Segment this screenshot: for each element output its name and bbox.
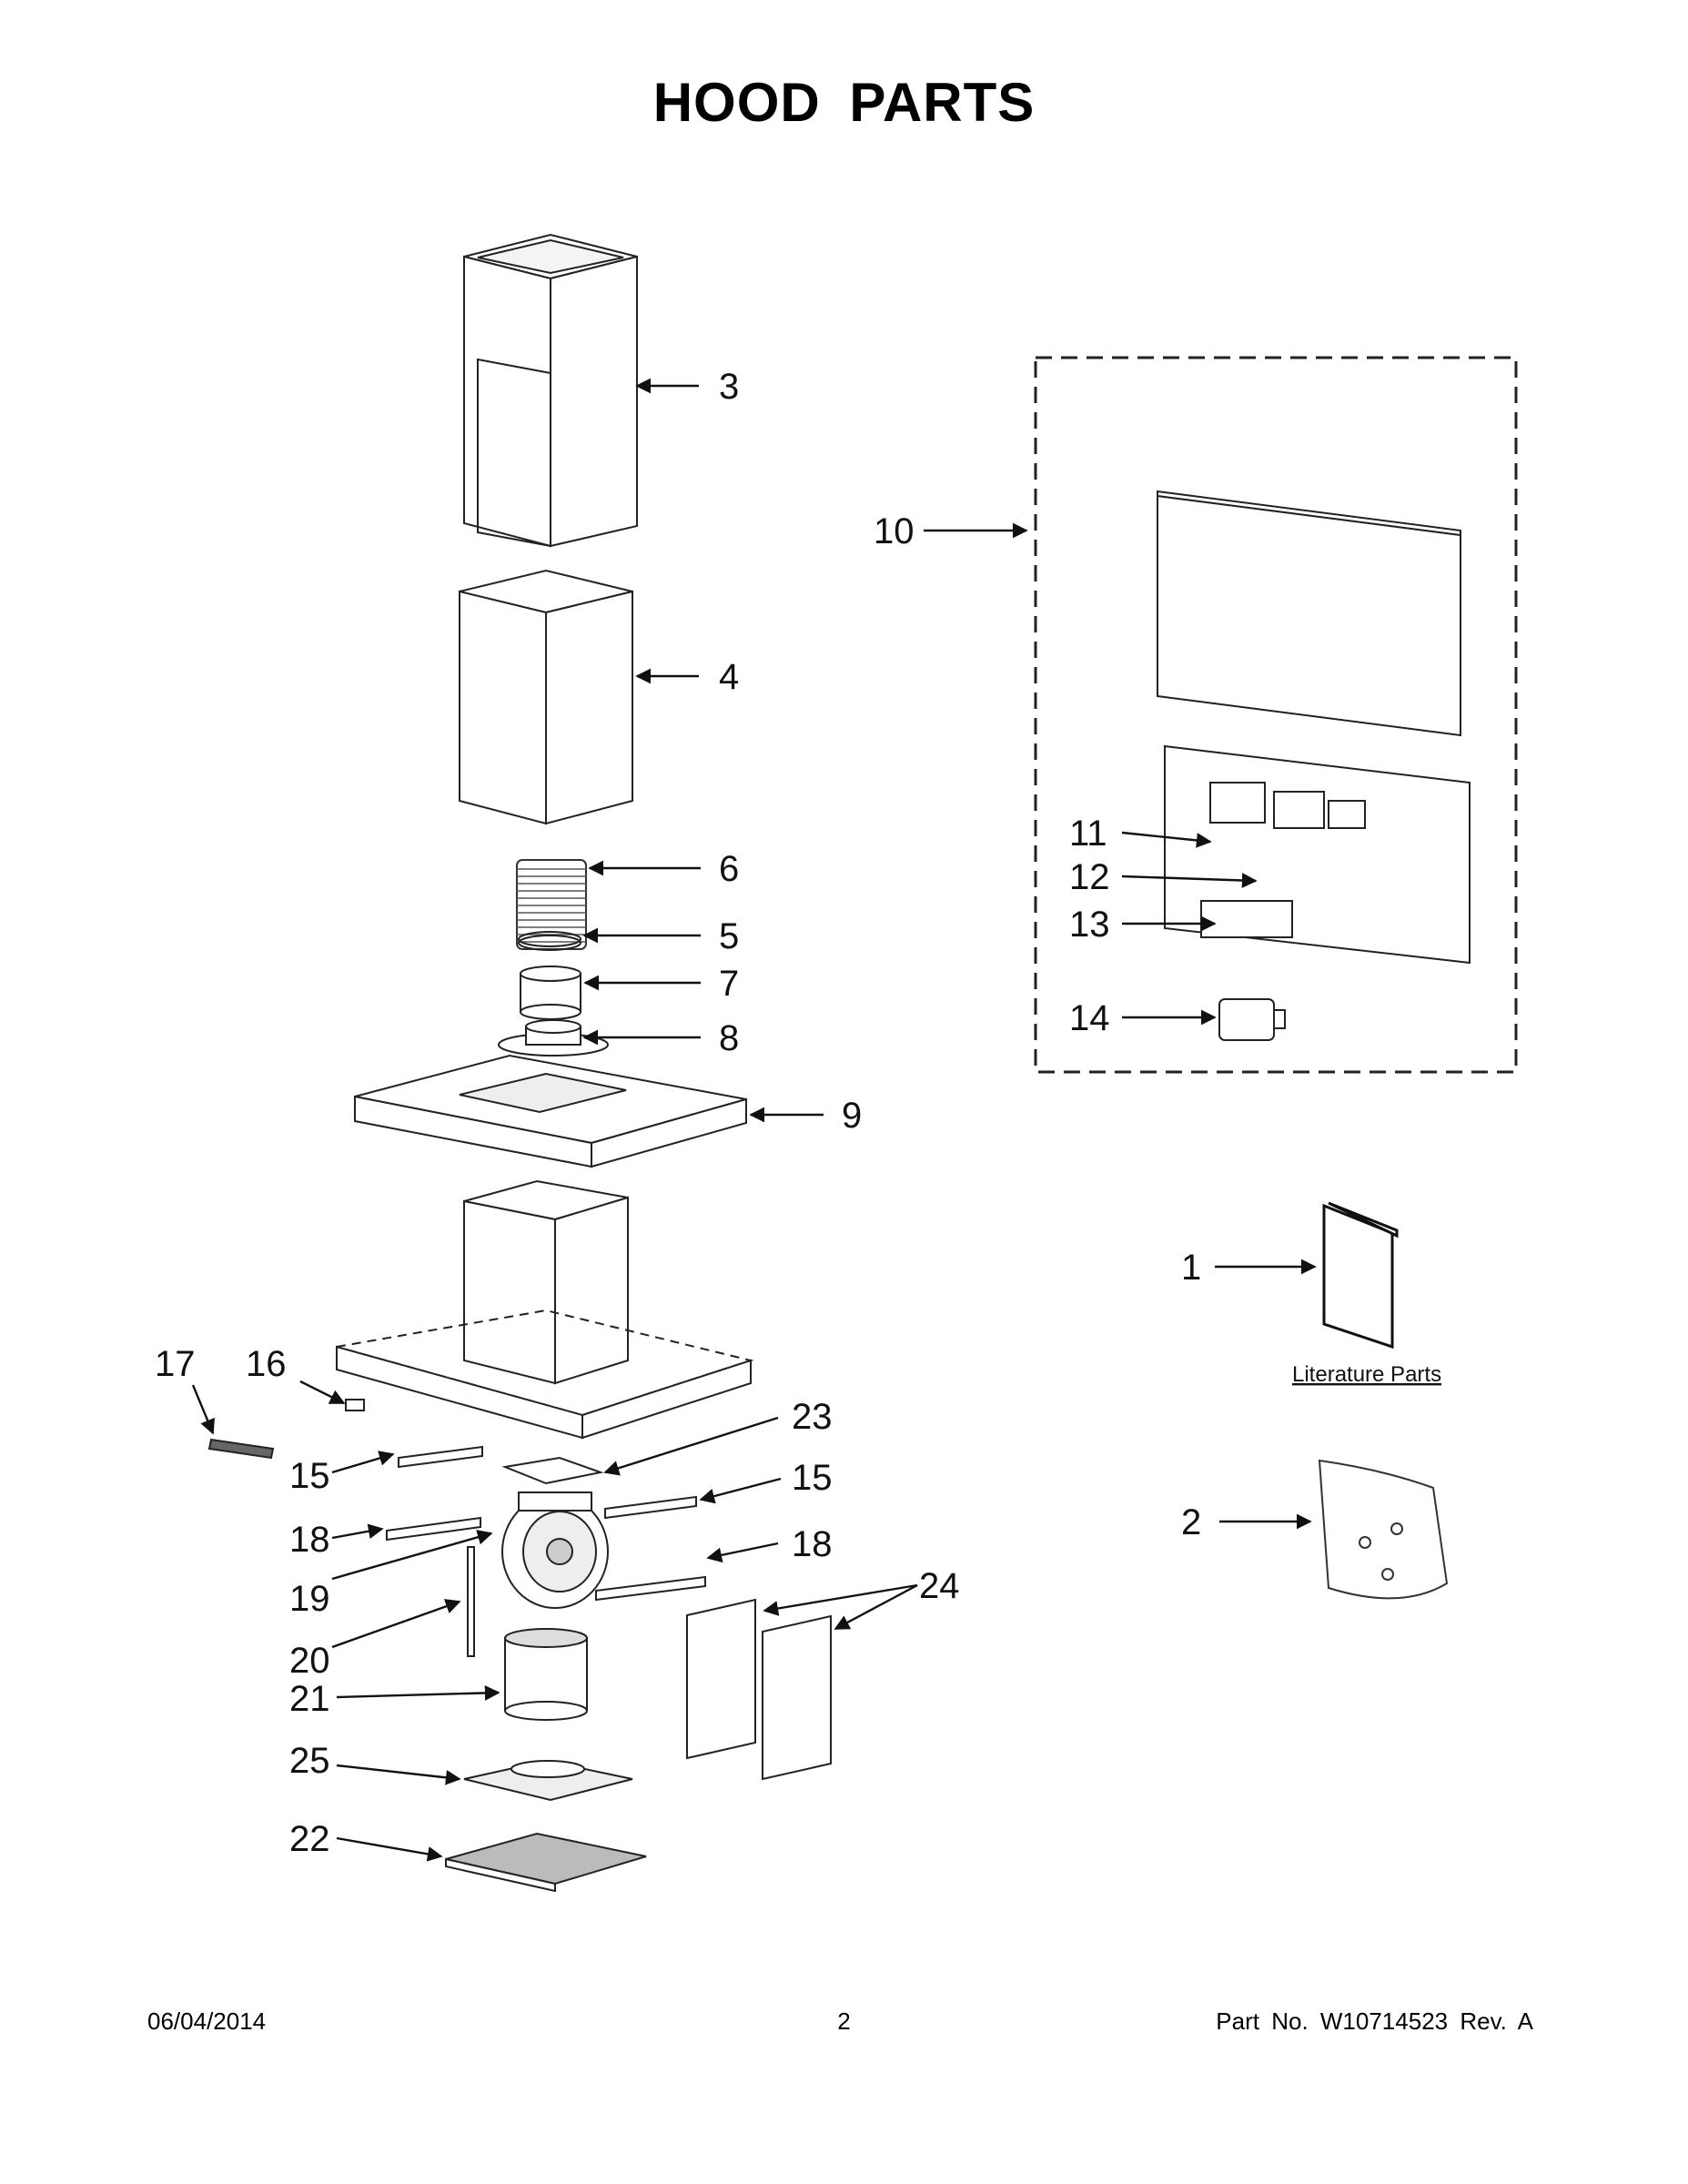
callout-arrows <box>191 378 1317 1862</box>
literature-parts-label: Literature Parts <box>1292 1362 1441 1387</box>
callout-18a: 18 <box>289 1520 330 1560</box>
part-8-flange-collar <box>498 1019 609 1057</box>
part-25-flange <box>463 1759 633 1802</box>
part-19-blower <box>501 1491 609 1609</box>
part-7-duct-connector <box>520 966 581 1020</box>
callout-10: 10 <box>874 511 915 551</box>
callout-1: 1 <box>1181 1248 1201 1288</box>
part-3-upper-duct-cover <box>463 233 638 548</box>
callout-4: 4 <box>719 657 739 697</box>
footer-part-number: Part No. W10714523 Rev. A <box>1216 2007 1533 2035</box>
callout-15b: 15 <box>792 1458 833 1498</box>
callout-5: 5 <box>719 916 739 956</box>
callout-12: 12 <box>1069 857 1110 897</box>
part-24-panels <box>686 1598 832 1781</box>
callout-13: 13 <box>1069 905 1110 945</box>
part-15-strip-right <box>604 1495 697 1520</box>
part-21-duct <box>504 1628 588 1721</box>
part-10-control-assembly-box <box>1034 356 1518 1074</box>
part-6-flex-duct <box>516 859 587 950</box>
part-23-plate <box>501 1456 604 1485</box>
part-16-switch <box>345 1399 365 1411</box>
callout-11: 11 <box>1069 814 1107 854</box>
part-22-grease-filter <box>445 1832 647 1893</box>
callout-21: 21 <box>289 1679 330 1719</box>
callout-16: 16 <box>246 1344 287 1384</box>
part-17-control-bar <box>207 1438 275 1460</box>
callout-8: 8 <box>719 1018 739 1058</box>
part-10-control-box <box>1164 744 1471 965</box>
part-20-rod <box>467 1546 475 1657</box>
part-18-strip-left <box>386 1516 481 1542</box>
page-title: HOOD PARTS <box>652 72 1036 133</box>
callout-15a: 15 <box>289 1456 330 1496</box>
part-4-lower-duct-cover <box>459 569 633 825</box>
part-5-clamp <box>518 931 581 951</box>
part-15-strip-left <box>398 1445 483 1469</box>
part-18-strip-right <box>595 1575 706 1602</box>
callout-7: 7 <box>719 964 739 1004</box>
callout-19: 19 <box>289 1579 330 1619</box>
callout-2: 2 <box>1181 1502 1201 1542</box>
part-2-hardware-bag <box>1318 1459 1449 1600</box>
hood-body-assembly <box>336 1179 754 1440</box>
callout-3: 3 <box>719 367 739 407</box>
callout-24: 24 <box>919 1566 960 1606</box>
callout-6: 6 <box>719 849 739 889</box>
callout-20: 20 <box>289 1641 330 1681</box>
callout-23: 23 <box>792 1397 833 1437</box>
callout-25: 25 <box>289 1741 330 1781</box>
part-14-capacitor <box>1218 998 1286 1041</box>
callout-17: 17 <box>155 1344 196 1384</box>
callout-22: 22 <box>289 1819 330 1859</box>
part-9-canopy-cover <box>354 1054 747 1168</box>
callout-14: 14 <box>1069 998 1110 1038</box>
part-10-front-panel <box>1157 490 1461 737</box>
footer-page-number: 2 <box>837 2007 851 2035</box>
footer-date: 06/04/2014 <box>147 2007 267 2035</box>
part-1-literature <box>1322 1201 1399 1350</box>
callout-18b: 18 <box>792 1524 833 1564</box>
callout-9: 9 <box>842 1096 862 1136</box>
